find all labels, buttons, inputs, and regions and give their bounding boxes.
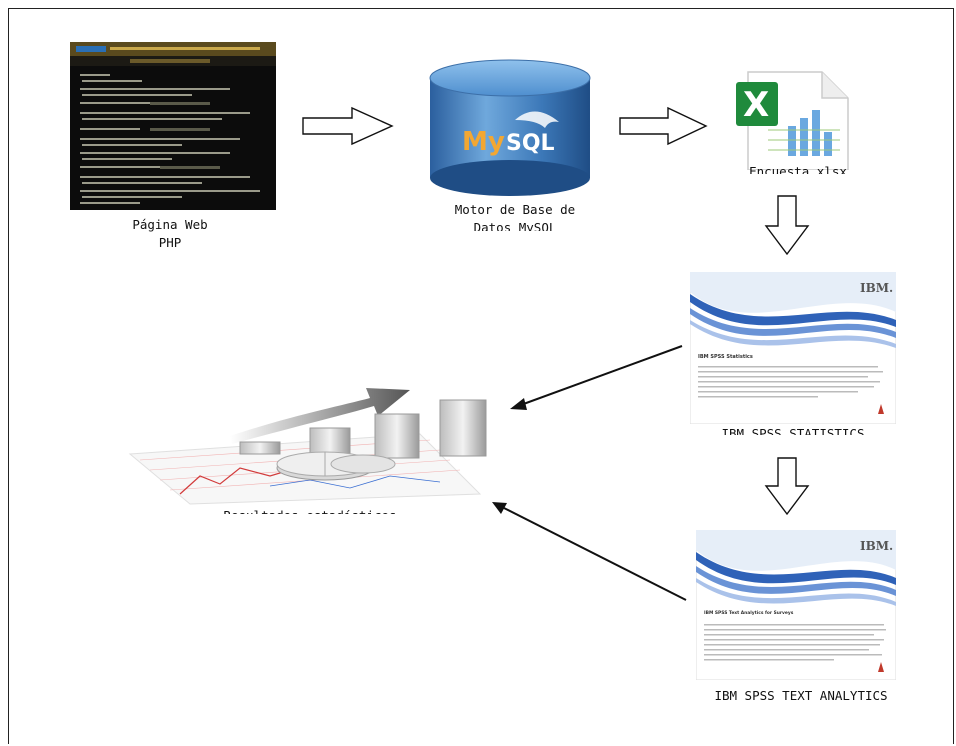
statistical-results-chart-image [120,376,510,506]
spss-statistics-label: IBM SPSS STATISTICS [721,426,865,435]
mysql-database-icon: My SQL [420,58,600,198]
ibm-logo: IBM. [860,281,893,295]
mysql-label-line2: Datos MySQL [473,220,557,231]
web-page-screenshot-image [70,42,276,210]
mysql-logo-sql: SQL [506,131,555,156]
spss-text-doc-title: IBM SPSS Text Analytics for Surveys [704,610,794,616]
spss-text-analytics-document: IBM. IBM SPSS Text Analytics for Surveys [696,530,896,680]
spss-statistics-document: IBM. IBM SPSS Statistics [690,272,896,424]
web-page-thumbnail [70,42,276,210]
excel-label: Encuesta.xlsx [749,164,847,174]
web-page-label-line2: PHP [158,235,182,247]
diagram-frame [8,8,954,744]
mysql-logo-my: My [462,127,505,157]
svg-text:X: X [743,85,769,125]
statistical-results-label: Resultados estadísticos [160,508,460,514]
spss-statistics-doc-title: IBM SPSS Statistics [698,354,753,360]
excel-file-icon: X [728,70,856,170]
mysql-label: Motor de Base de [454,202,576,217]
spss-text-analytics-label: IBM SPSS TEXT ANALYTICS [714,688,888,703]
ibm-logo: IBM. [860,539,893,553]
web-page-label: Página Web [132,217,208,232]
